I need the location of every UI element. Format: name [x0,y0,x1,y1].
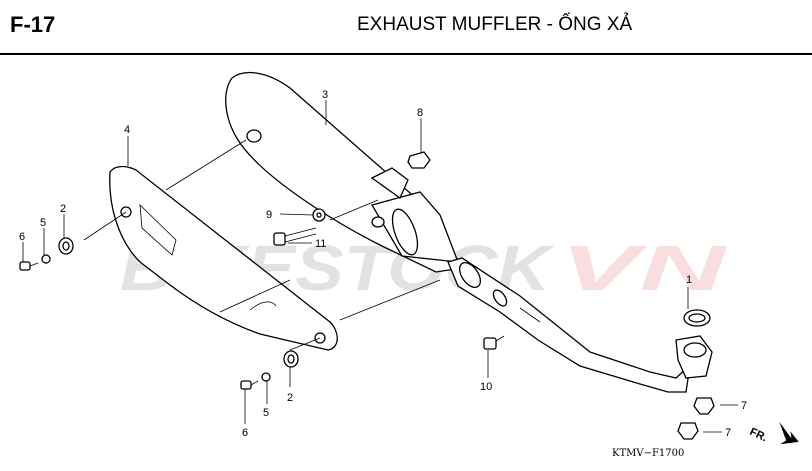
callout-11: 11 [315,238,326,250]
callout-6-lower: 6 [242,427,248,439]
screw-upper [19,261,39,271]
callout-5-lower: 5 [263,407,269,419]
assembly-lines [83,139,441,351]
callout-2-lower: 2 [287,392,293,404]
callout-10: 10 [480,381,492,393]
screw-lower [240,380,259,390]
figure-code: F-17 [10,12,55,37]
watermark-vn: VN [560,232,728,304]
front-direction-indicator: FR. [748,421,799,445]
grommet-lower [261,372,271,382]
callout-3: 3 [322,89,328,101]
figure-title: EXHAUST MUFFLER - ỐNG XẢ [357,13,633,35]
callout-2-upper: 2 [60,203,66,215]
callout-8: 8 [417,107,423,119]
heat-protector [109,165,338,351]
diagram-code: KTMV−F1700 [612,448,684,459]
bolt [273,227,317,246]
flange-nut-lower [677,422,699,440]
callout-5-upper: 5 [40,217,46,229]
callout-6-upper: 6 [19,231,25,243]
callout-1: 1 [686,274,692,286]
bolt-lower [483,335,505,350]
callout-4: 4 [124,124,130,136]
callout-7-lower: 7 [725,427,731,439]
washer [312,208,326,222]
leader-lines [22,100,738,433]
gasket [683,309,711,327]
front-label: FR. [748,426,769,444]
collar-lower [283,350,299,368]
collar-upper [58,237,74,255]
flange-nut-upper [693,397,715,415]
muffler-body [225,71,713,393]
hex-nut [407,151,431,169]
grommet-upper [41,254,51,264]
front-arrow-icon [779,421,799,445]
callout-9: 9 [266,209,272,221]
callout-7-upper: 7 [741,400,747,412]
